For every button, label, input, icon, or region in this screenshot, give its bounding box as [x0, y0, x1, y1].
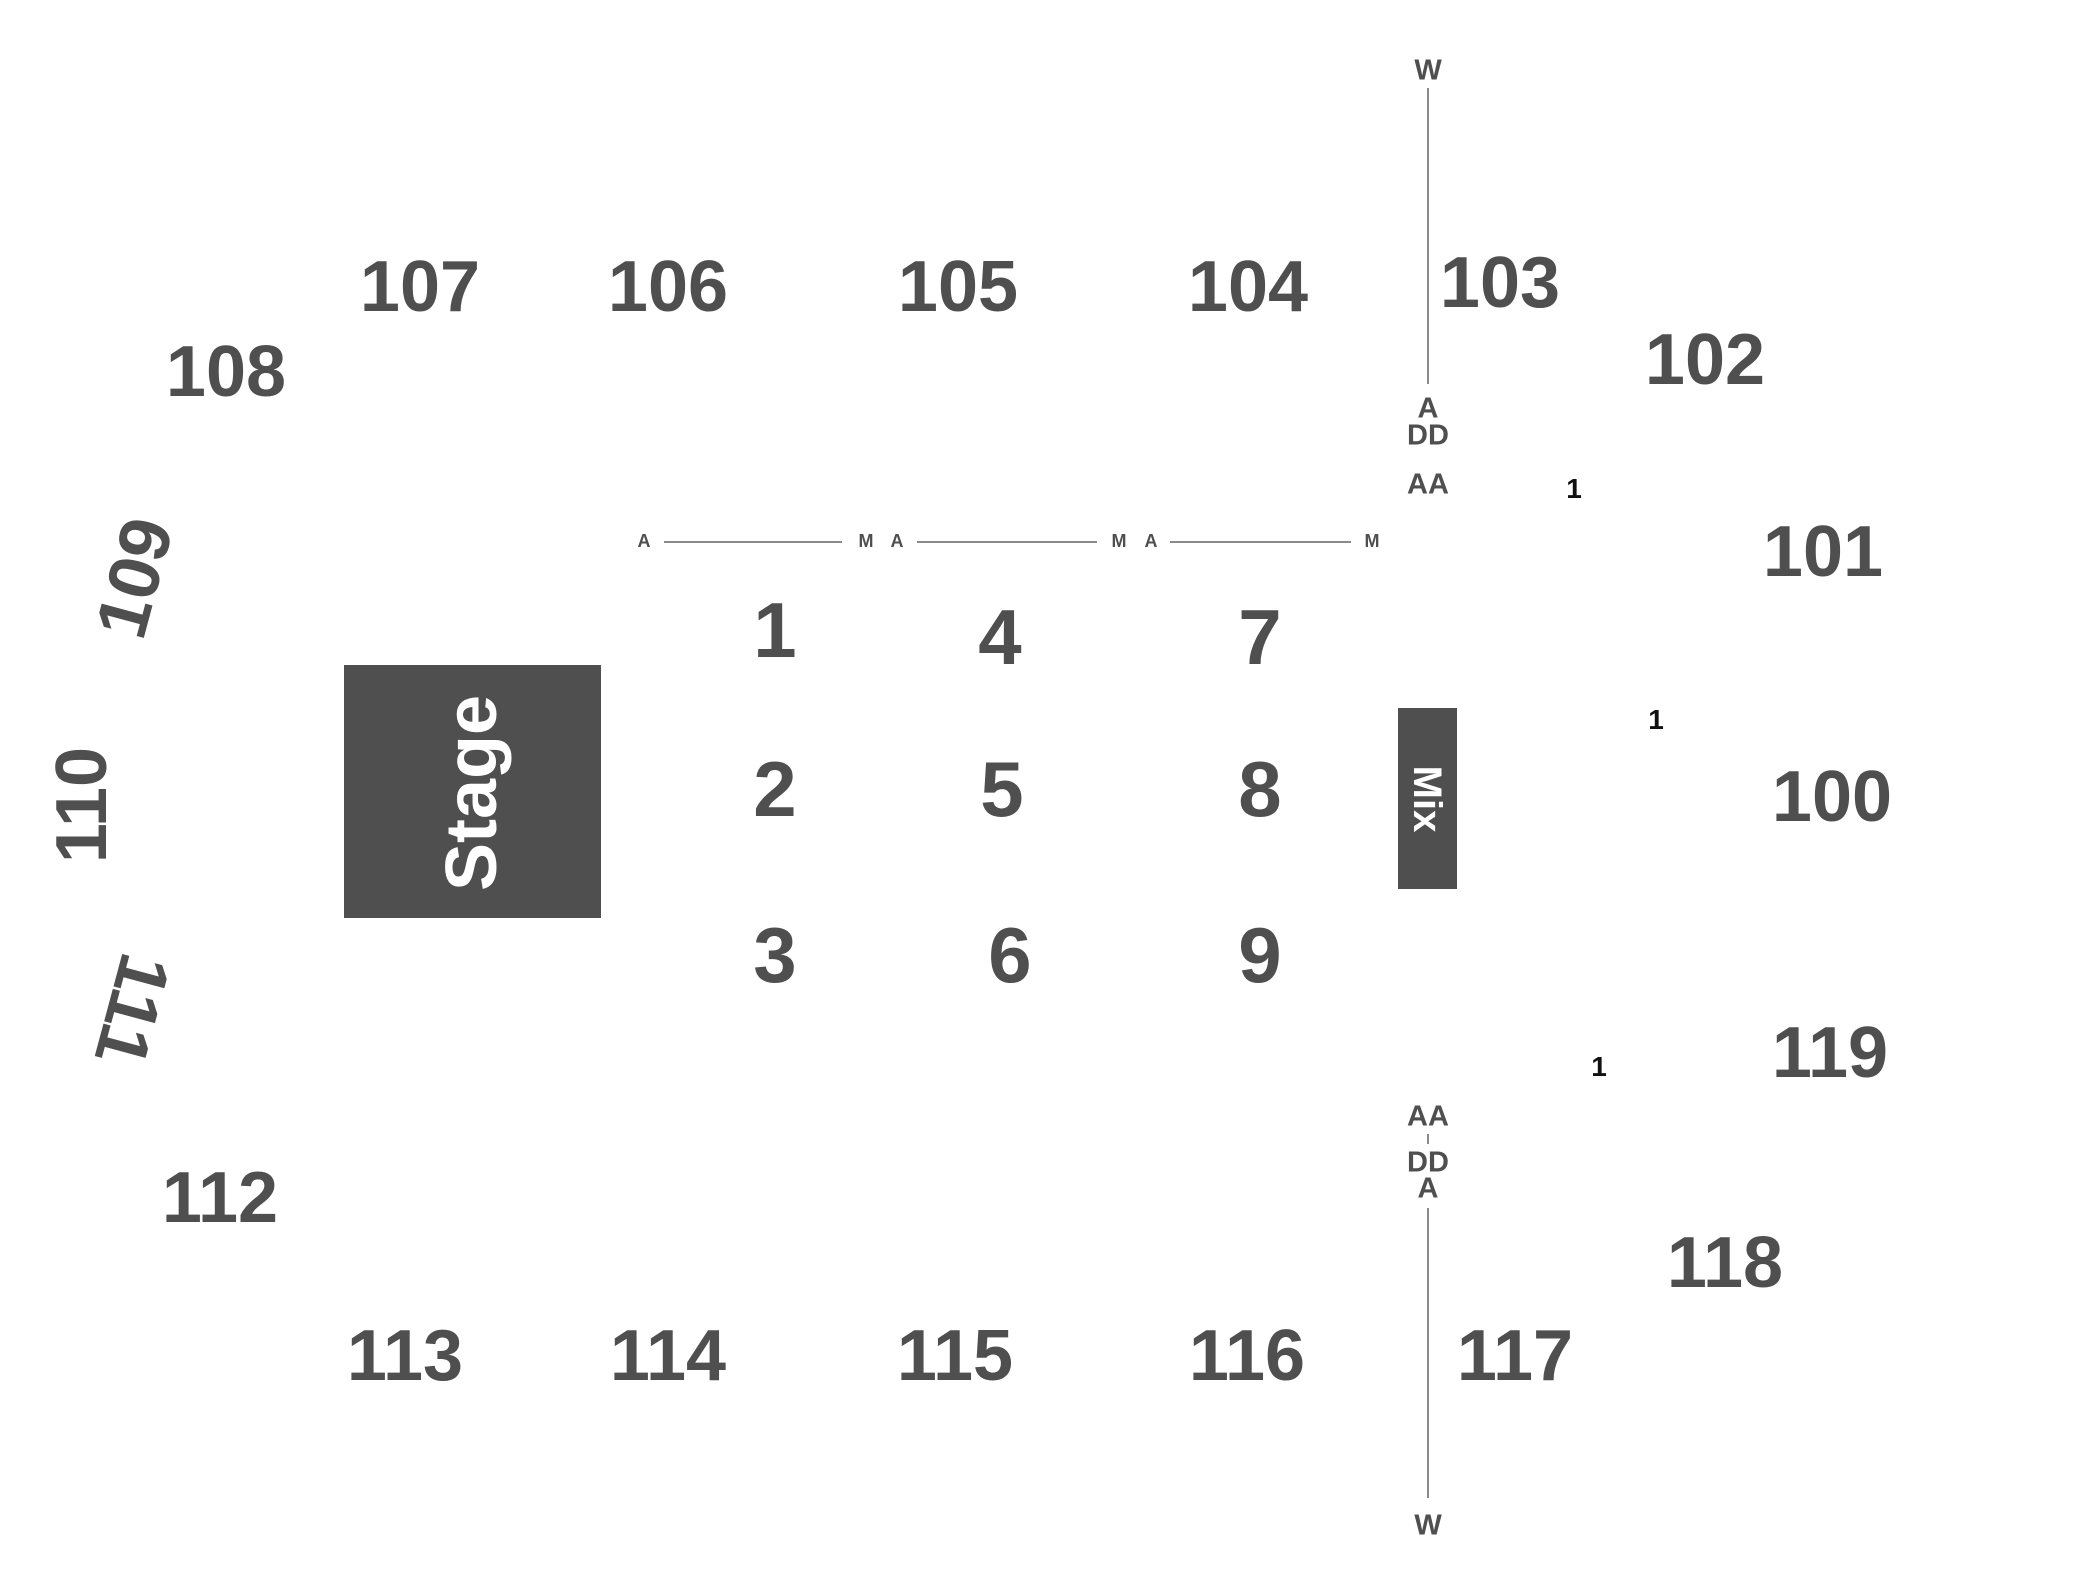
section-102[interactable]: 102 [1644, 320, 1766, 400]
section-110[interactable]: 110 [42, 746, 122, 864]
row-label-top-aa: AA [1407, 468, 1449, 501]
row-label-top-a: A [1417, 392, 1439, 425]
row-label-bottom-aa: AA [1407, 1100, 1449, 1133]
section-112[interactable]: 112 [161, 1158, 279, 1238]
section-109[interactable]: 109 [80, 509, 190, 647]
floor-row-label-a2: A [890, 531, 904, 551]
section-103[interactable]: 103 [1439, 243, 1561, 323]
floor-row-label-m3: M [1364, 531, 1380, 551]
section-101[interactable]: 101 [1762, 512, 1884, 592]
row-label-bottom-w: W [1414, 1509, 1442, 1542]
seat-number-middle: 1 [1648, 704, 1664, 735]
floor-row-label-m1: M [858, 531, 874, 551]
floor-row-line-3 [1170, 541, 1351, 543]
stage [344, 665, 601, 918]
row-label-top-dd: DD [1407, 419, 1449, 452]
section-114[interactable]: 114 [609, 1316, 727, 1396]
section-100[interactable]: 100 [1771, 757, 1893, 837]
floor-section-8[interactable]: 8 [1238, 745, 1282, 833]
row-label-bottom-a: A [1417, 1172, 1439, 1205]
section-106[interactable]: 106 [607, 247, 729, 327]
section-113[interactable]: 113 [346, 1316, 464, 1396]
floor-row-label-a3: A [1144, 531, 1158, 551]
floor-row-line-1 [664, 541, 842, 543]
seat-number-bottom: 1 [1591, 1051, 1607, 1082]
bottom-row-line [1427, 1208, 1429, 1498]
section-116[interactable]: 116 [1188, 1316, 1306, 1396]
floor-row-label-m2: M [1111, 531, 1127, 551]
row-label-bottom-dd: DD [1407, 1146, 1449, 1179]
row-label-top-w: W [1414, 54, 1442, 87]
floor-section-5[interactable]: 5 [980, 745, 1024, 833]
section-105[interactable]: 105 [897, 247, 1019, 327]
floor-section-3[interactable]: 3 [753, 911, 797, 999]
section-115[interactable]: 115 [896, 1316, 1014, 1396]
floor-section-6[interactable]: 6 [988, 911, 1032, 999]
mix-label: Mix [1405, 765, 1449, 833]
floor-row-line-2 [917, 541, 1097, 543]
seat-number-top: 1 [1566, 473, 1582, 504]
section-118[interactable]: 118 [1666, 1223, 1784, 1303]
floor-section-1[interactable]: 1 [753, 586, 797, 674]
stage-label: Stage [432, 694, 512, 892]
floor-section-9[interactable]: 9 [1238, 911, 1282, 999]
bottom-short-line [1427, 1134, 1429, 1144]
floor-row-label-a1: A [637, 531, 651, 551]
floor-section-7[interactable]: 7 [1238, 593, 1282, 681]
section-119[interactable]: 119 [1771, 1013, 1889, 1093]
floor-section-2[interactable]: 2 [753, 745, 797, 833]
section-104[interactable]: 104 [1187, 247, 1309, 327]
mix-position [1398, 708, 1457, 889]
top-row-line [1427, 88, 1429, 384]
section-111[interactable]: 111 [78, 945, 186, 1075]
section-117[interactable]: 117 [1456, 1316, 1574, 1396]
section-107[interactable]: 107 [359, 247, 481, 327]
floor-section-4[interactable]: 4 [978, 593, 1022, 681]
section-108[interactable]: 108 [165, 332, 287, 412]
